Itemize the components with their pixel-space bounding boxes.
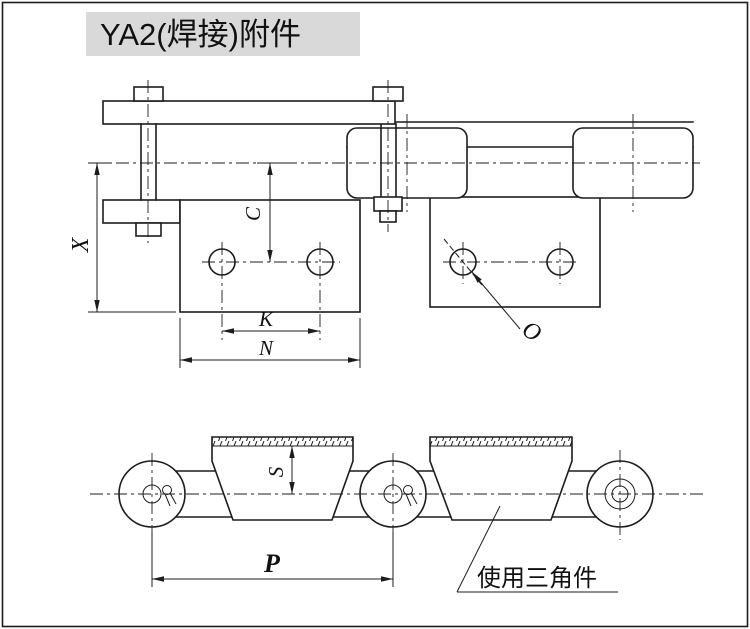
link-plate-top [102, 100, 396, 125]
dimension-p-label: P [263, 549, 281, 578]
link-plate-bottom [102, 199, 181, 224]
cotter-pin-head [403, 485, 413, 495]
cotter-pin-leg [405, 493, 412, 507]
title-block: YA2(焊接)附件 [86, 12, 360, 56]
attachment-outline [211, 436, 354, 521]
dimension-k: K [222, 307, 320, 334]
dimension-x-label: X [68, 236, 94, 253]
cotter-pin [162, 485, 177, 507]
bolt-nut [135, 222, 162, 237]
upper-view-elevation: X C K N O [68, 80, 700, 368]
cotter-pin-leg [169, 492, 177, 505]
leader-line [471, 271, 521, 330]
dimension-s-label: S [264, 466, 288, 477]
weld-band [211, 436, 354, 447]
weld-band [429, 436, 573, 447]
cotter-pin-leg [164, 493, 171, 507]
dimension-c: C [241, 162, 288, 262]
dimension-p: P [151, 532, 394, 587]
page-title: YA2(焊接)附件 [100, 17, 301, 52]
welded-attachment-left [211, 436, 354, 521]
dimension-c-label: C [241, 206, 265, 221]
welded-attachment-right [429, 436, 573, 521]
dimension-o-label: O [517, 316, 545, 347]
cotter-pin-leg [410, 492, 418, 505]
cotter-pin-head [162, 485, 172, 495]
lower-view-plan: S P 使用三角件 [90, 436, 706, 593]
callout-text: 使用三角件 [477, 565, 597, 592]
dimension-x: X [68, 162, 176, 313]
title-background [86, 12, 360, 56]
attachment-outline [429, 436, 573, 521]
dimension-s: S [264, 446, 295, 494]
bolt-left [133, 86, 164, 237]
dimension-n: N [179, 318, 361, 368]
cotter-pin [403, 485, 418, 507]
bolt-head [133, 86, 164, 102]
leader-line [456, 505, 501, 593]
dimension-k-label: K [258, 307, 274, 331]
triangle-attachment-callout: 使用三角件 [456, 505, 618, 593]
dimension-n-label: N [258, 336, 274, 360]
